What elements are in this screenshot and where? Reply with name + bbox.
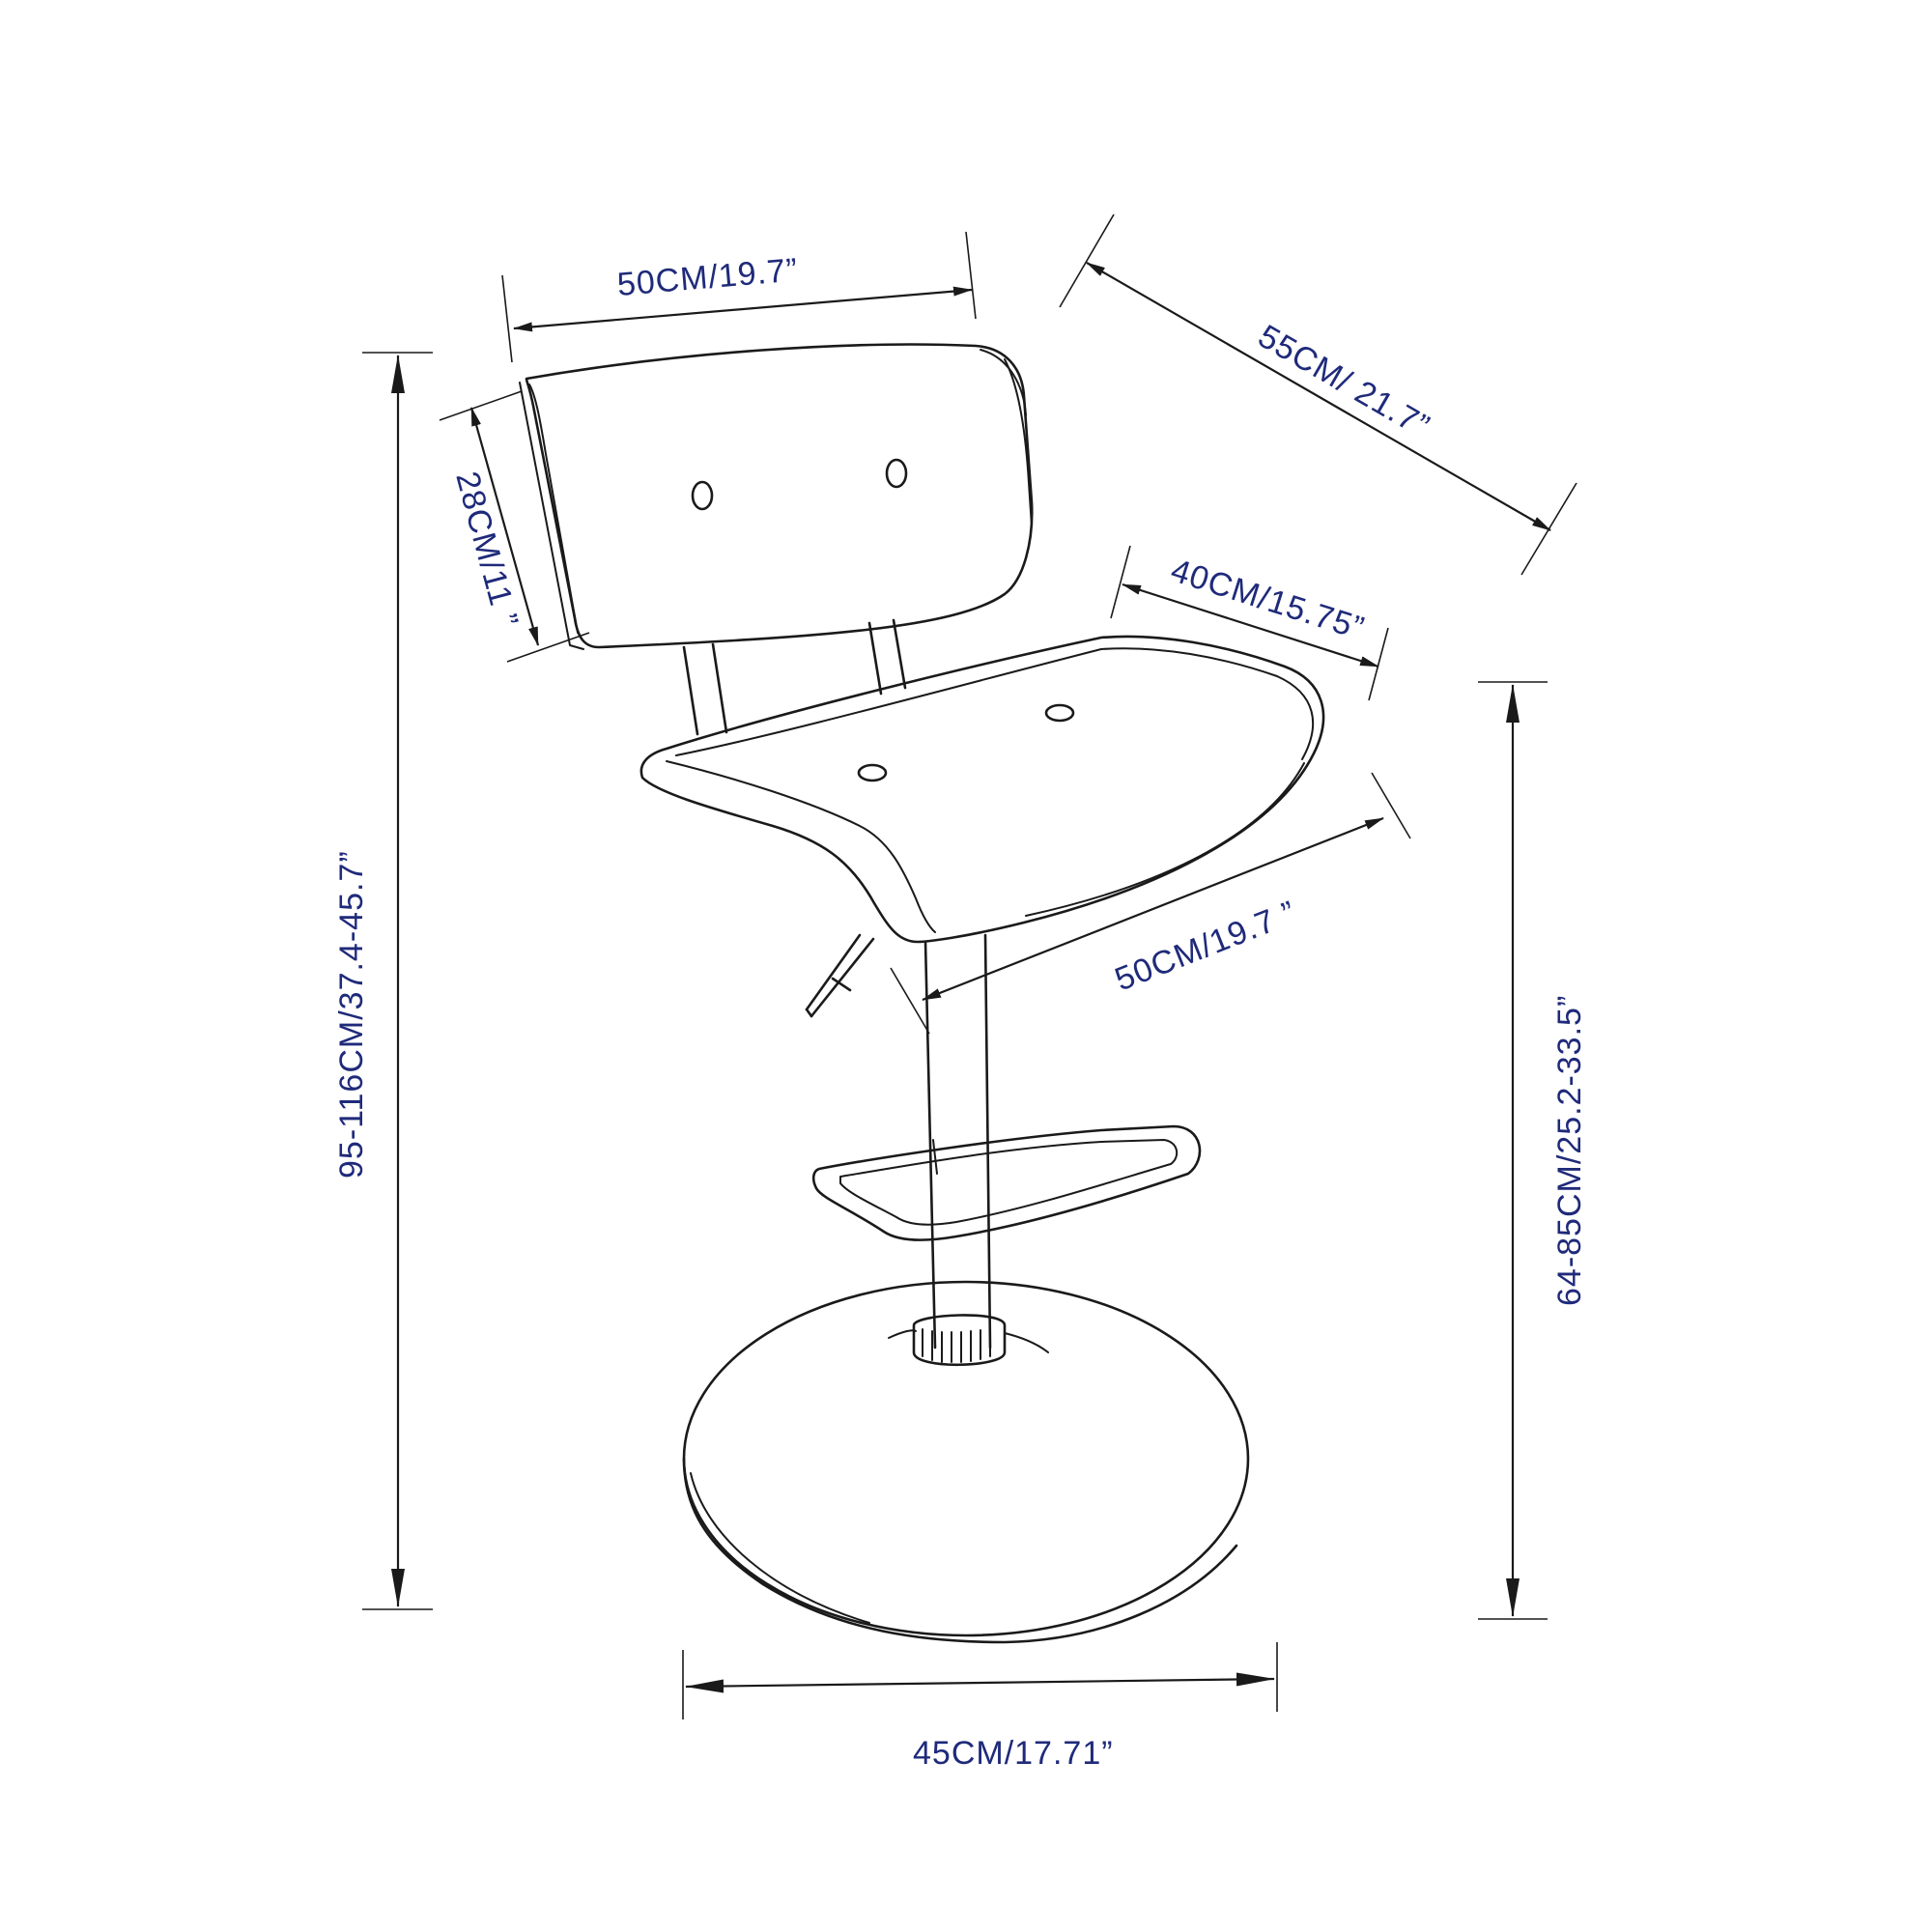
dim-seat-height-label: 64-85CM/25.2-33.5” (1551, 995, 1588, 1306)
column (923, 933, 992, 1350)
dim-overall-depth: 55CM/ 21.7” (1059, 213, 1577, 576)
column-nut (888, 1314, 1049, 1367)
seat-button-back (1044, 703, 1075, 723)
dim-overall-height-label: 95-116CM/37.4-45.7” (333, 850, 370, 1179)
dim-seat-height: 64-85CM/25.2-33.5” (1478, 681, 1588, 1620)
seat-button-front (857, 763, 888, 782)
dim-overall-depth-label: 55CM/ 21.7” (1252, 318, 1436, 445)
backrest-button-right (885, 458, 908, 489)
backrest-button-left (691, 480, 714, 511)
dim-backrest-height-label: 28CM/11 ” (448, 468, 525, 631)
dim-seat-depth: 40CM/15.75” (1110, 545, 1389, 701)
round-base (682, 1280, 1250, 1644)
dim-seat-depth-label: 40CM/15.75” (1167, 552, 1369, 647)
height-adjust-lever (805, 933, 875, 1018)
dim-backrest-height: 28CM/11 ” (439, 390, 590, 663)
dim-seat-width: 50CM/19.7 ” (890, 772, 1411, 1035)
dim-backrest-width: 50CM/19.7” (501, 231, 977, 363)
bar-stool-illustration (519, 343, 1325, 1644)
backrest-supports (682, 618, 907, 736)
seat (639, 635, 1325, 944)
dim-overall-height: 95-116CM/37.4-45.7” (333, 352, 433, 1610)
dim-seat-width-label: 50CM/19.7 ” (1110, 894, 1301, 998)
dim-backrest-width-label: 50CM/19.7” (615, 251, 799, 303)
dim-base-diameter: 45CM/17.71” (682, 1642, 1278, 1772)
dim-base-diameter-label: 45CM/17.71” (913, 1735, 1114, 1772)
backrest (519, 343, 1034, 650)
footrest-ring (811, 1124, 1202, 1241)
